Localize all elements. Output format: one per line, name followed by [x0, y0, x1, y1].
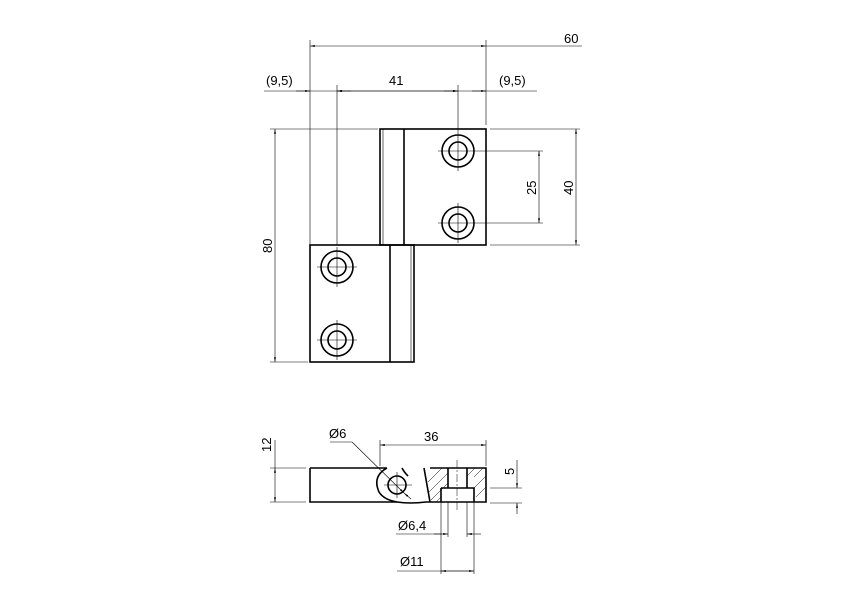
hole-bottom-1 [317, 247, 357, 287]
dim-9-5-left: (9,5) [266, 73, 293, 88]
dim-36: 36 [424, 429, 438, 444]
hole-top-2 [438, 203, 478, 243]
dim-40: 40 [561, 181, 576, 195]
top-leaf [379, 128, 487, 246]
section-view: 12 Ø6 36 5 Ø6,4 Ø11 [259, 426, 522, 574]
front-view: 60 (9,5) 41 (9,5) 80 40 25 [260, 31, 582, 363]
hole-top-1 [438, 131, 478, 171]
dim-41: 41 [389, 73, 403, 88]
dim-5: 5 [502, 468, 517, 475]
dim-80: 80 [260, 239, 275, 253]
section-hatching [427, 467, 487, 503]
bottom-leaf [309, 244, 415, 363]
dim-25: 25 [524, 181, 539, 195]
dim-9-5-right: (9,5) [499, 73, 526, 88]
dim-pin-diameter: Ø6 [329, 426, 346, 441]
dim-through-hole: Ø6,4 [398, 518, 426, 533]
dim-12: 12 [259, 438, 274, 452]
dim-60: 60 [564, 31, 578, 46]
dim-counterbore: Ø11 [400, 554, 424, 569]
hole-bottom-2 [317, 320, 357, 360]
